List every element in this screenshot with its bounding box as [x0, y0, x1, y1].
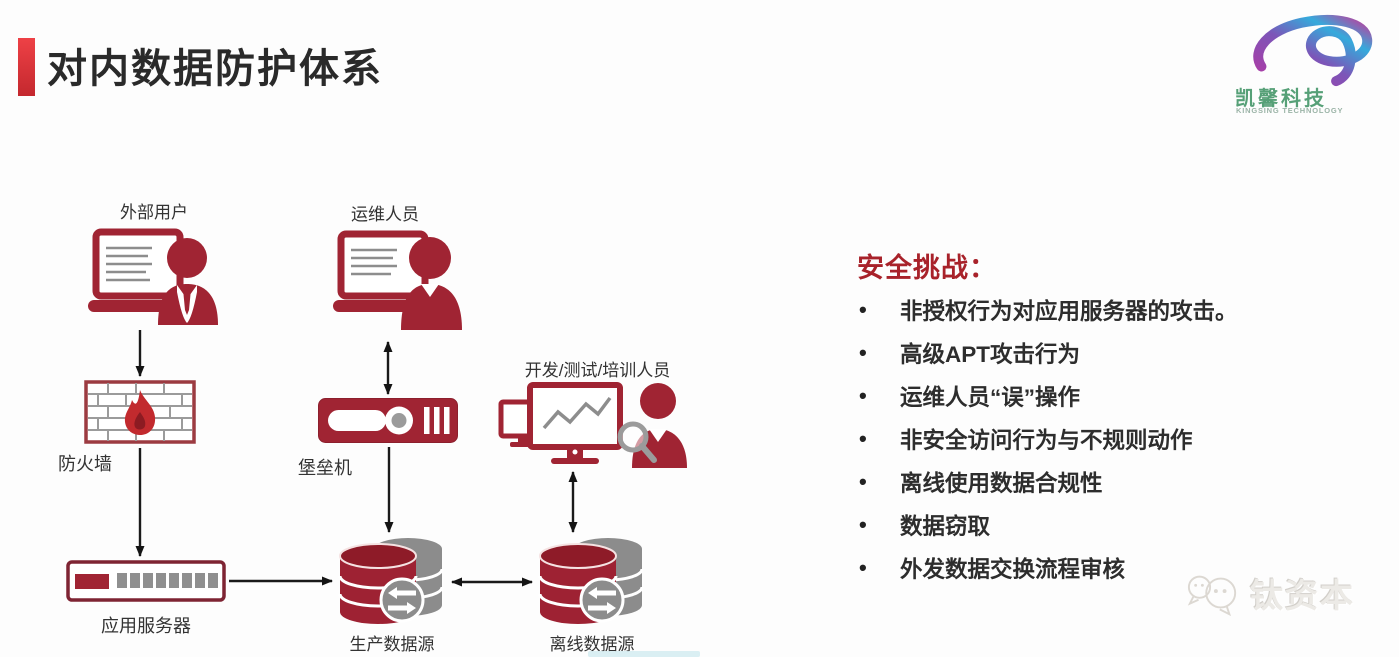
challenge-text: 非安全访问行为与不规则动作 — [900, 427, 1193, 453]
bullet-icon — [853, 512, 900, 538]
challenge-item: 外发数据交换流程审核 — [853, 546, 1373, 589]
challenge-item: 运维人员“误”操作 — [853, 374, 1373, 417]
challenge-text: 数据窃取 — [900, 513, 991, 539]
offline-db-label: 离线数据源 — [549, 635, 635, 654]
challenge-text: 非授权行为对应用服务器的攻击。 — [900, 298, 1238, 324]
challenges-list: 非授权行为对应用服务器的攻击。 高级APT攻击行为 运维人员“误”操作 非安全访… — [853, 288, 1373, 589]
watermark-text: 钛资本 — [1250, 577, 1355, 614]
challenge-text: 外发数据交换流程审核 — [900, 556, 1126, 582]
bullet-icon — [853, 426, 900, 452]
bullet-icon — [853, 383, 900, 409]
prod-db-label: 生产数据源 — [349, 635, 435, 654]
bottom-scroll-sliver — [588, 651, 700, 657]
watermark: 钛资本 — [1184, 566, 1355, 620]
logo-subtitle: KINGSING TECHNOLOGY — [1236, 106, 1344, 115]
ops-user-label: 运维人员 — [351, 205, 419, 224]
challenge-text: 高级APT攻击行为 — [900, 341, 1081, 367]
bullet-icon — [853, 340, 900, 366]
bastion-label: 堡垒机 — [298, 458, 352, 478]
app-server-icon — [66, 560, 226, 607]
firewall-icon — [84, 380, 196, 449]
dev-user-icon — [498, 382, 688, 473]
chat-bubbles-icon — [1187, 575, 1237, 617]
firewall-label: 防火墙 — [58, 454, 112, 474]
bullet-icon — [853, 297, 900, 323]
challenge-item: 高级APT攻击行为 — [853, 331, 1373, 374]
external-user-icon — [88, 228, 220, 333]
app-server-label: 应用服务器 — [101, 616, 191, 636]
challenge-item: 非安全访问行为与不规则动作 — [853, 417, 1373, 460]
ops-user-icon — [333, 230, 463, 341]
offline-db-icon — [536, 536, 648, 633]
challenge-item: 数据窃取 — [853, 503, 1373, 546]
bullet-icon — [853, 469, 900, 495]
logo-swirl-icon — [1253, 14, 1373, 87]
title-accent-bar — [18, 38, 35, 96]
page-title: 对内数据防护体系 — [47, 47, 383, 91]
bastion-icon — [318, 398, 458, 448]
external-user-label: 外部用户 — [120, 203, 188, 222]
challenge-text: 离线使用数据合规性 — [900, 470, 1103, 496]
challenge-text: 运维人员“误”操作 — [900, 384, 1081, 410]
challenge-item: 非授权行为对应用服务器的攻击。 — [853, 288, 1373, 331]
dev-user-label: 开发/测试/培训人员 — [524, 361, 671, 380]
logo-name: 凯馨科技 — [1235, 88, 1327, 110]
prod-db-icon — [336, 536, 448, 633]
challenge-item: 离线使用数据合规性 — [853, 460, 1373, 503]
bullet-icon — [853, 555, 900, 581]
challenges-heading: 安全挑战： — [857, 253, 997, 283]
company-logo: 凯馨科技 KINGSING TECHNOLOGY — [1233, 6, 1393, 118]
